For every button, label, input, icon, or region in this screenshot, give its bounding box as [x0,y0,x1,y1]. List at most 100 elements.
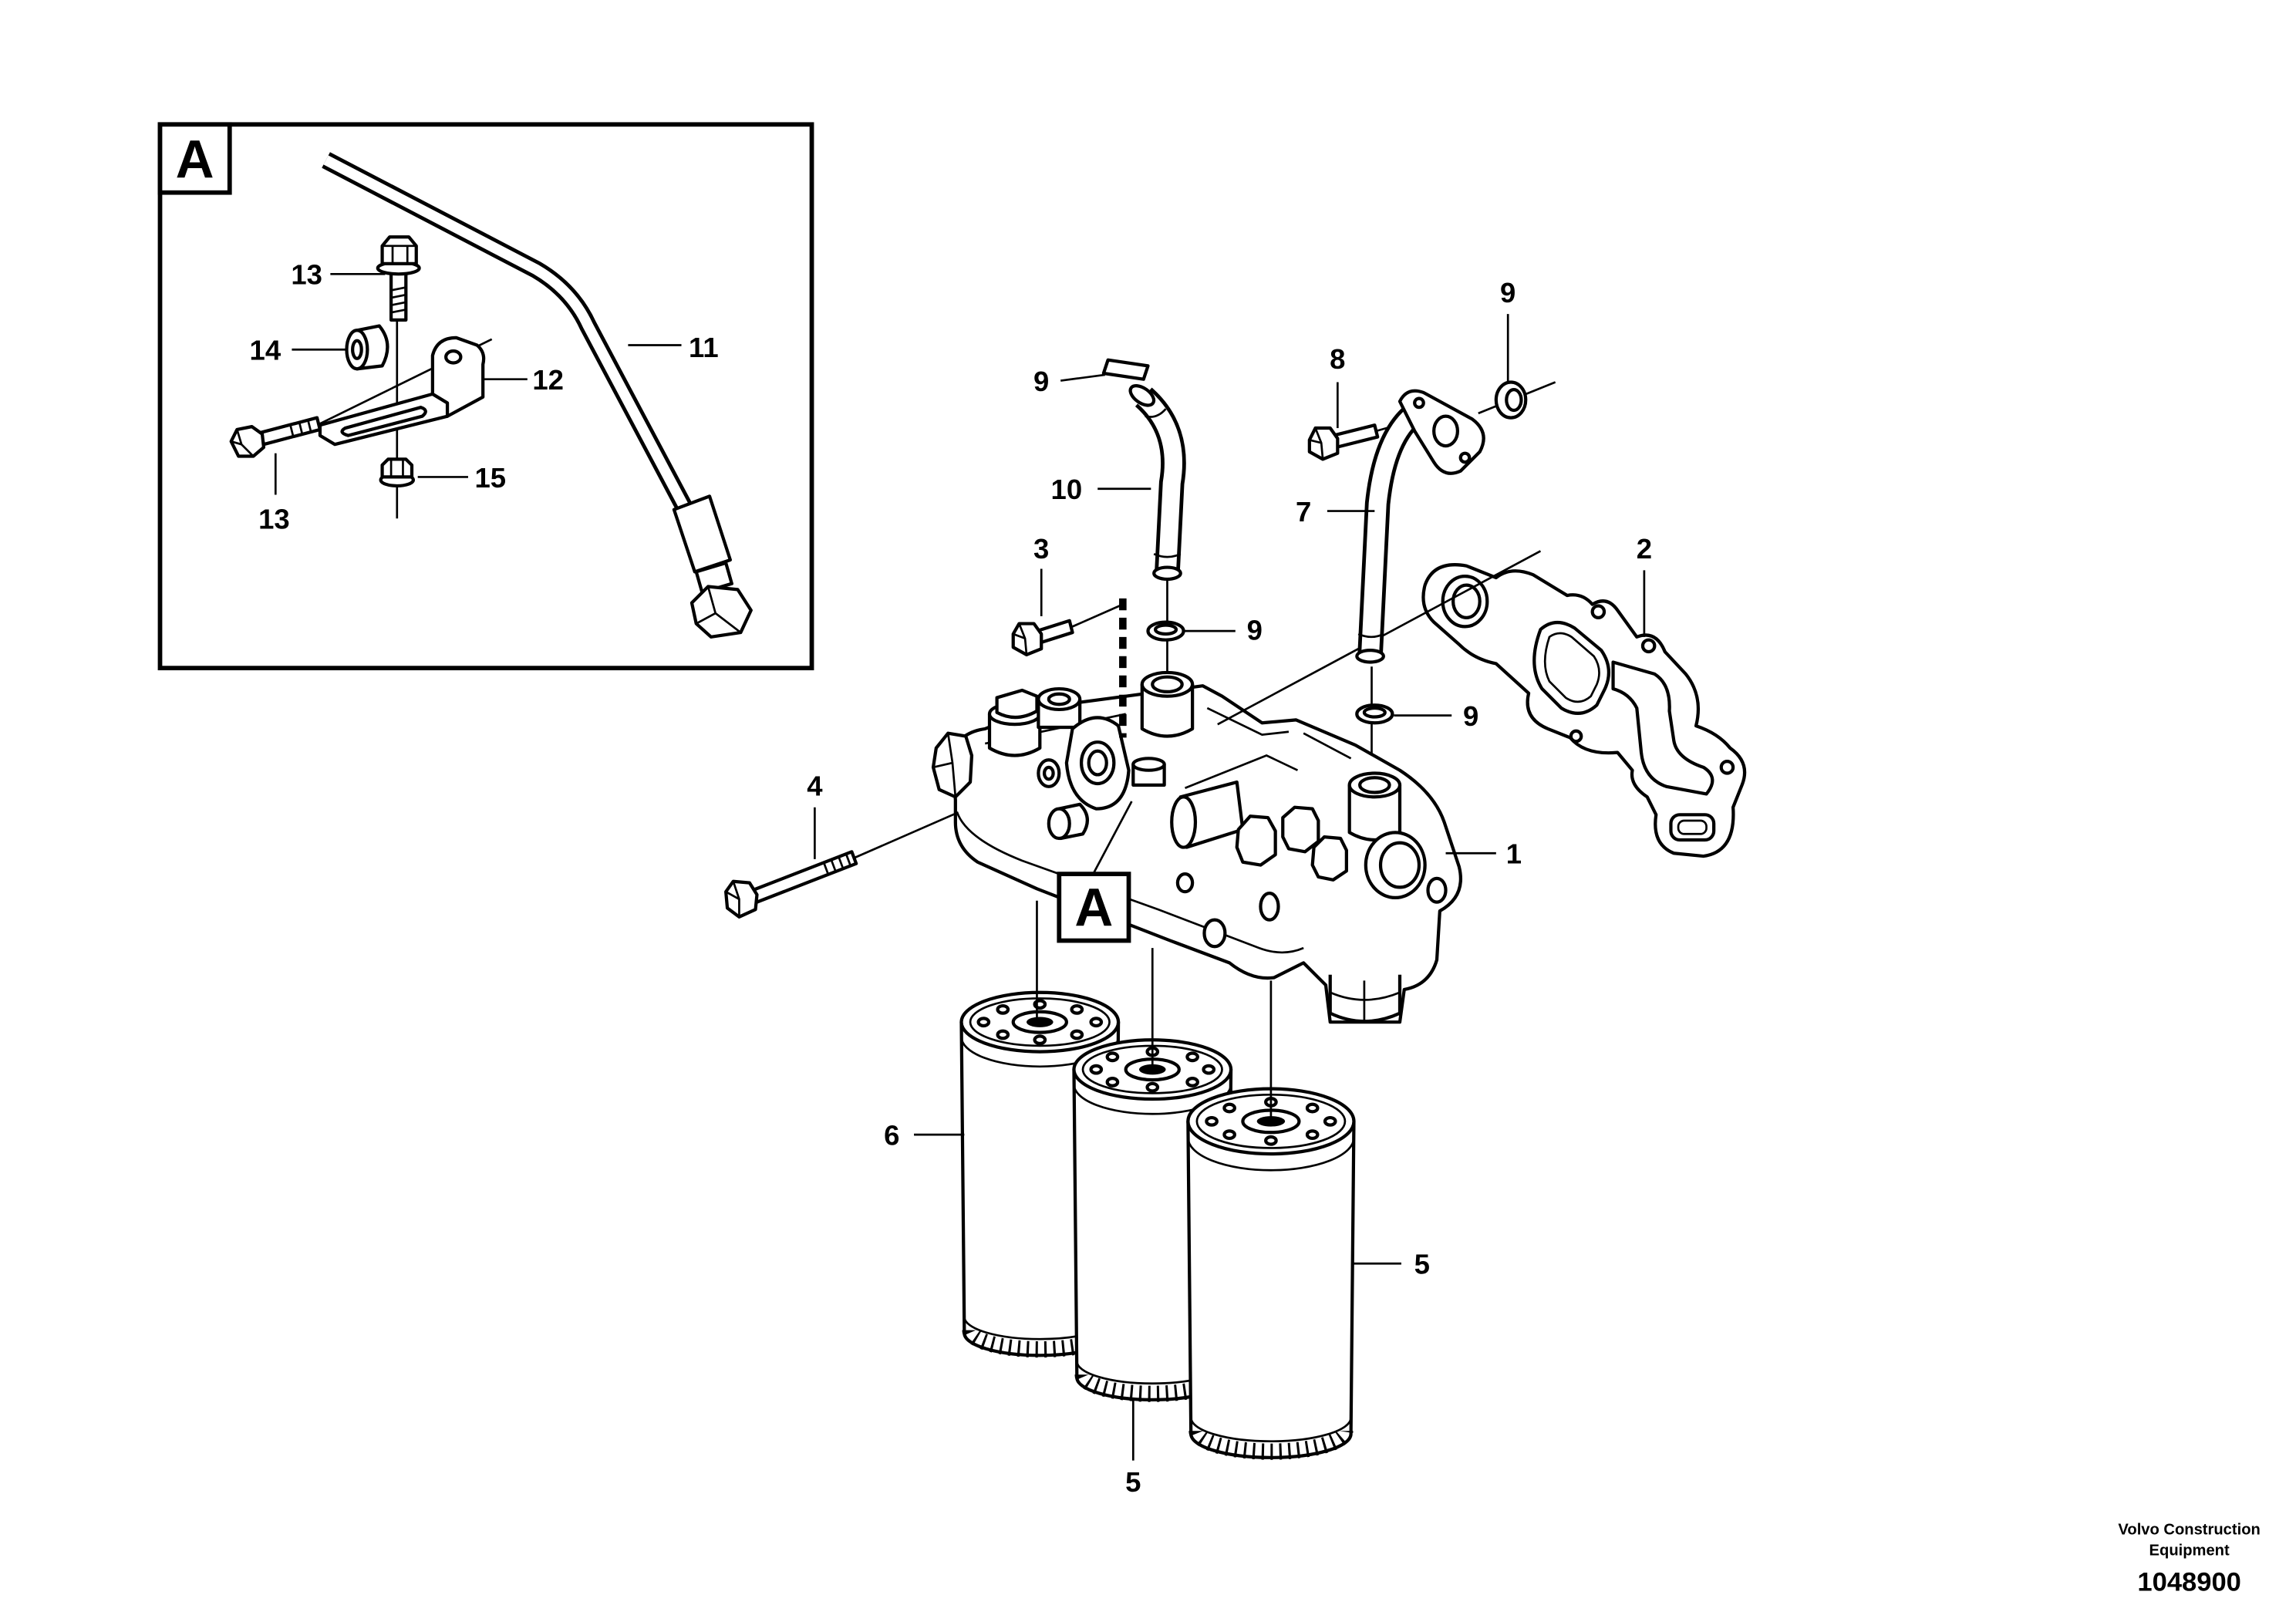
pipe-collar [694,561,733,595]
bolt-13-upper [376,235,421,322]
filter-hole [1033,1034,1047,1046]
washer-inner [1153,623,1178,636]
gasket-2 [1421,563,1747,858]
oil-filter-5-right [1186,1087,1356,1460]
callout-10: 10 [1051,474,1083,505]
filter-hole [1305,1129,1320,1141]
filter-center-hole [1256,1116,1286,1127]
housing-base-edge [956,811,1304,954]
filter-hole [1145,1081,1160,1093]
oil-pipe-10 [1128,384,1186,582]
filter-hole [1089,1017,1104,1028]
pipe-bead-bottom [1357,632,1384,639]
bolt-head-edges [1013,623,1028,656]
gasket-bolt-hole [1569,729,1583,744]
bolt-13-lower [229,416,322,458]
washer-inner [1362,706,1387,719]
bolt-head-edges [382,244,416,264]
bracket-hole [444,349,463,365]
bolt-shank [1331,423,1380,450]
bolt-head [229,425,266,458]
filter-hole [1222,1102,1236,1114]
callout-14: 14 [250,335,282,366]
filter-hole [1264,1135,1278,1146]
flange-hole [1458,451,1472,464]
filter-center-hole [1138,1064,1166,1075]
callout-12: 12 [532,364,564,396]
bolt-head-edges [1309,427,1324,460]
filter-hole [1185,1077,1199,1088]
filter-hole [1323,1115,1337,1127]
callout-1: 1 [1506,838,1522,870]
bolt-head [724,879,759,919]
detail-a-inset: A 13 14 12 11 13 15 [157,122,814,671]
pipe-bore [323,155,695,521]
washer-9-flange [1494,380,1528,420]
gasket-window-left-inner [1543,632,1600,703]
pipe-fitting [672,494,733,574]
filter-hole [1305,1102,1320,1114]
gasket-window-bottom-inner [1677,819,1708,835]
callout-13-upper: 13 [291,259,322,291]
bolt-head [1011,622,1043,656]
housing-right-port-bore [1378,841,1421,889]
callout-7: 7 [1296,496,1311,528]
filter-hole [1205,1115,1219,1127]
nut-edges [389,459,404,477]
housing-oil-return-bore [1151,675,1184,694]
gasket-bolt-hole [1640,638,1657,654]
center-line-bolt-3 [1072,603,1124,628]
main-assembly: 9 10 3 9 4 8 7 9 2 9 1 A 6 5 5 [724,277,1747,1498]
housing-small-plug-top [1131,757,1166,772]
filter-hole [996,1029,1010,1040]
company-name-line1: Volvo Construction [2118,1522,2260,1539]
inset-label-box [157,122,232,195]
washer-9-pipe10-top [1101,358,1150,381]
callout-9-pipe10-top: 9 [1033,366,1049,397]
filter-center-hole [1027,1017,1054,1027]
sensor-hex-3 [1310,835,1348,882]
pipe-end-bottom [1355,649,1385,664]
gasket-bolt-hole [1590,604,1607,619]
callout-5-middle: 5 [1125,1466,1141,1498]
callout-5-right: 5 [1414,1249,1430,1280]
callout-6: 6 [884,1120,899,1152]
filter-hole [1185,1051,1199,1063]
flange-hole [1413,396,1425,410]
housing-valve-cap [995,688,1039,720]
bolt-thread [390,286,406,314]
gasket-channel [1611,660,1714,796]
bolt-head-edges [231,429,255,457]
callout-4: 4 [807,770,823,801]
callout-3: 3 [1033,533,1049,565]
callout-13-lower: 13 [258,504,290,535]
grommet-14 [345,324,389,371]
gasket-window-left [1532,621,1610,715]
bolt-head [1307,426,1340,461]
bolt-4 [724,850,858,919]
filter-hole [976,1017,991,1028]
detail-reference-box [1057,872,1131,943]
filter-body [1186,1119,1356,1459]
filter-bottom-band [1189,1417,1352,1443]
bracket-slot [340,406,427,437]
callout-11: 11 [689,332,719,363]
housing-lower-port-face [1047,807,1071,841]
filter-hole [1070,1003,1084,1015]
bolt-thread [289,420,312,437]
housing-drain-outlet-ring [1330,980,1401,1023]
filter-top-inner-rim [969,997,1111,1047]
filter-hole [1105,1051,1120,1063]
drawing-footer: Volvo Construction Equipment 1048900 [2118,1522,2260,1597]
callout-9-pipe7-bottom: 9 [1463,700,1478,732]
detail-reference-leader [1092,801,1133,875]
pipe-nut-edges [696,586,742,634]
pipe-bead-bottom [1153,553,1182,558]
filter-hole [996,1003,1010,1015]
pipe-bead-top [1145,408,1167,418]
nut-15 [379,457,416,488]
housing-oil-return-boss [1140,684,1195,738]
gasket-bolt-hole [1719,760,1735,775]
filter-bottom-ribs [1188,1429,1354,1460]
